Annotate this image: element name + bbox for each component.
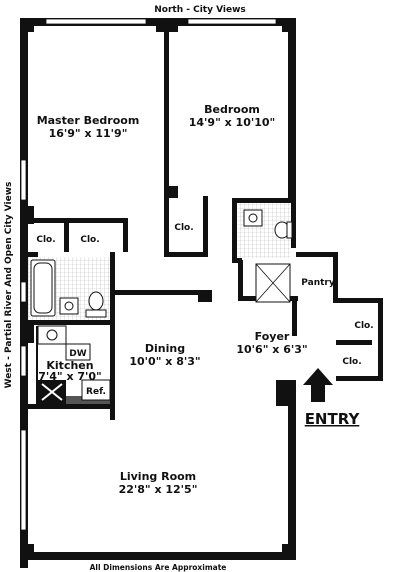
footer-note: All Dimensions Are Approximate [90,563,227,572]
dining-dims: 10'0" x 8'3" [129,355,200,368]
bathtub [30,259,56,317]
refrigerator-label: Ref. [86,387,106,397]
master-bedroom-name: Master Bedroom [37,114,140,127]
foyer-dims: 10'6" x 6'3" [236,343,307,356]
closet-label-foyer-1: Clo. [354,321,373,331]
windows [20,18,277,531]
kitchen-counter [36,326,110,404]
closet-label-bedroom: Clo. [174,223,193,233]
dishwasher-label: DW [69,349,86,359]
closet-label-master-1: Clo. [36,235,55,245]
kitchen-name: Kitchen [46,359,93,372]
refrigerator [81,379,111,401]
foyer-name: Foyer [255,330,290,343]
entry-arrow-icon [303,368,333,402]
master-bedroom-dims: 16'9" x 11'9" [49,127,128,140]
bathroom-sink [59,209,263,315]
bedroom-name: Bedroom [204,103,260,116]
entry-label: ENTRY [305,410,361,428]
kitchen-sink [37,325,67,345]
bedroom-dims: 14'9" x 10'10" [189,116,276,129]
dishwasher [65,343,91,361]
interior-walls [28,26,383,420]
closet-label-master-2: Clo. [80,235,99,245]
dining-name: Dining [145,342,185,355]
pantry-label: Pantry [301,278,335,288]
stove [38,380,66,404]
toilet [85,221,293,318]
kitchen-dims: 7'4" x 7'0" [38,370,102,383]
shower-stall [255,263,291,303]
north-orientation-label: North - City Views [154,5,246,15]
living-room-dims: 22'8" x 12'5" [119,483,198,496]
west-orientation-label: West - Partial River And Open City Views [4,182,14,389]
closet-label-foyer-2: Clo. [342,357,361,367]
living-room-name: Living Room [120,470,196,483]
